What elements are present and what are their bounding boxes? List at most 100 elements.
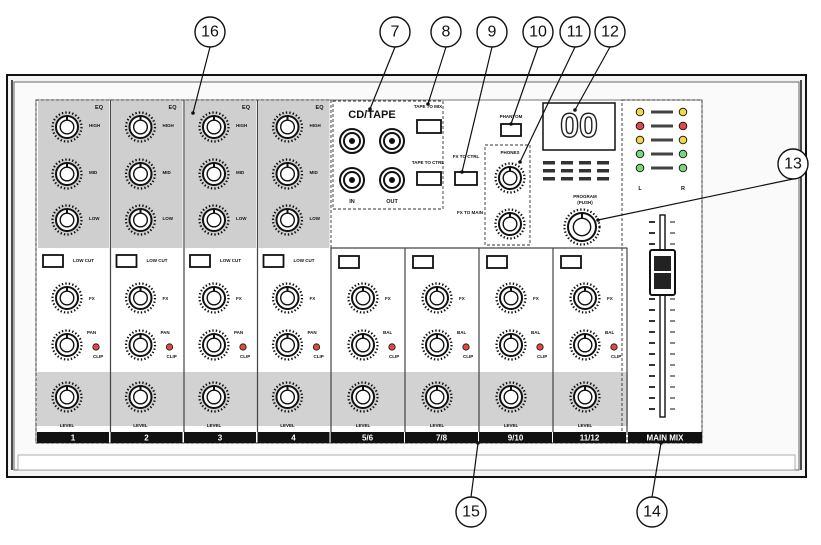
eq-mid-knob[interactable] [51,158,83,190]
fader-scale-mark [649,375,655,377]
eq-low-knob[interactable] [51,204,83,236]
meter-led-right [678,135,688,145]
fx-knob[interactable] [347,282,379,314]
eq-low-knob[interactable] [198,204,230,236]
eq-high-knob[interactable] [124,111,157,143]
meter-scale-mark [651,124,673,128]
level-knob[interactable] [124,381,157,413]
fx-label: FX [310,296,316,301]
input-select-button[interactable] [412,255,434,269]
bal-knob[interactable] [347,329,379,361]
bal-knob[interactable] [495,329,527,361]
fx-knob[interactable] [198,282,230,314]
eq-title: EQ [242,105,251,111]
main-mix-bar [628,432,702,443]
tape-to-mix-button[interactable] [416,119,442,134]
fx-knob[interactable] [51,282,83,314]
eq-high-knob[interactable] [198,111,230,143]
phones-knob-body[interactable] [494,162,526,194]
meter-led-left [635,107,645,117]
pan-label: PAN [308,330,317,335]
level-knob[interactable] [569,381,601,413]
eq-mid-knob[interactable] [198,158,230,190]
level-label: LEVEL [133,423,148,428]
level-knob[interactable] [347,381,379,413]
input-select-button[interactable] [486,255,508,269]
eq-low-knob[interactable] [271,204,304,236]
low-cut-button[interactable] [115,254,138,268]
pan-knob[interactable] [198,329,230,361]
rca-jack[interactable] [379,167,405,193]
level-knob[interactable] [51,381,83,413]
fx-to-main-knob[interactable] [494,208,526,240]
eq-low-knob[interactable] [124,204,157,236]
eq-band-label: MID [310,170,319,175]
low-cut-button[interactable] [262,254,285,268]
level-knob[interactable] [198,381,230,413]
callout-16: 16 [191,16,226,115]
callout-11: 11 [518,16,591,164]
clip-led [92,343,100,351]
clip-label: CLIP [93,354,103,359]
eq-mid-knob[interactable] [124,158,157,190]
callout-number: 7 [391,24,400,41]
channel-number: 7/8 [436,434,448,443]
meter-scale-mark [651,138,673,142]
fx-knob[interactable] [569,282,601,314]
bal-knob[interactable] [421,329,453,361]
phones-outline [484,144,531,246]
tape-to-ctrl-button[interactable] [416,171,442,186]
tape-to-ctrl-label: TAPE TO CTRL [412,160,445,165]
rca-jack[interactable] [379,128,405,154]
level-knob[interactable] [421,381,453,413]
fx-knob[interactable] [124,282,157,314]
fx-label: FX [236,296,242,301]
meter-led-right [678,107,688,117]
level-meter [635,107,688,173]
meter-led-left [635,135,645,145]
rca-jack[interactable] [339,128,365,154]
fx-knob[interactable] [271,282,304,314]
clip-label: CLIP [537,354,547,359]
fx-to-ctrl-button[interactable] [454,171,478,186]
meter-left-label: L [638,186,642,192]
low-cut-button[interactable] [42,254,64,268]
phones-knob[interactable] [494,162,526,194]
bal-knob[interactable] [569,329,601,361]
program-knob[interactable] [563,208,601,246]
pan-knob[interactable] [51,329,83,361]
fx-knob[interactable] [421,282,453,314]
channel-number: 11/12 [580,434,600,443]
fader-scale-mark [649,320,655,322]
callout-number: 15 [462,504,480,521]
level-knob[interactable] [271,381,304,413]
fx-label: FX [533,296,539,301]
main-fader[interactable] [649,214,676,418]
phantom-button[interactable] [500,123,522,137]
eq-high-knob[interactable] [271,111,304,143]
fader-scale-mark [649,221,655,223]
meter-led-right [678,163,688,173]
level-knob[interactable] [495,381,527,413]
input-select-button[interactable] [338,255,360,269]
pan-knob[interactable] [271,329,304,361]
program-label: PROGRAM [573,194,597,199]
low-cut-button[interactable] [189,254,211,268]
stereo-channel-strips: FXBALCLIPLEVELFXBALCLIPLEVELFXBALCLIPLEV… [330,247,628,432]
callout-12: 12 [573,16,626,112]
eq-mid-knob[interactable] [271,158,304,190]
cd-tape-out-label: OUT [386,199,398,205]
channel-number-cell [405,432,478,443]
pan-knob[interactable] [124,329,157,361]
rca-jack[interactable] [339,167,365,193]
eq-high-knob[interactable] [51,111,83,143]
program-knob-body[interactable] [563,208,601,246]
fx-to-main-knob-body[interactable] [494,208,526,240]
fx-knob[interactable] [495,282,527,314]
input-select-button[interactable] [560,255,582,269]
clip-label: CLIP [389,354,399,359]
channel-number-cell [184,432,256,443]
channel-number-cell [110,432,183,443]
level-label: LEVEL [207,423,222,428]
